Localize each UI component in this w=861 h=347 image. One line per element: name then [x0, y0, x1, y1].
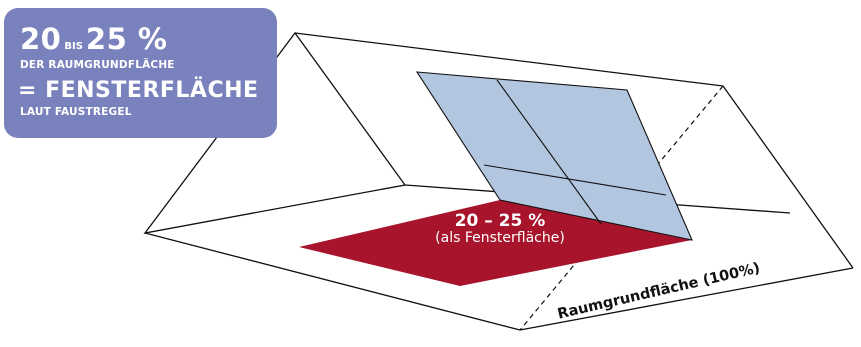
window-transom — [483, 164, 667, 196]
range-joiner: BIS — [64, 41, 83, 52]
floor-window-label: 20 – 25 % (als Fensterfläche) — [400, 212, 600, 246]
callout-subject: DER RAUMGRUNDFLÄCHE — [20, 59, 175, 71]
floor-window-caption: (als Fensterfläche) — [435, 229, 565, 246]
hidden-edge — [519, 85, 724, 331]
callout-equals: = FENSTERFLÄCHE — [18, 78, 259, 103]
range-from: 20 — [20, 22, 62, 56]
floor-window-area — [299, 200, 692, 286]
front-base-edge — [519, 267, 854, 331]
roof-ridge — [294, 32, 724, 87]
left-floor-edge — [144, 232, 521, 331]
callout-footnote: LAUT FAUSTREGEL — [20, 106, 132, 118]
right-roof-edge — [722, 85, 854, 269]
floor-window-percent: 20 – 25 % — [454, 211, 546, 231]
range-to: 25 % — [85, 22, 168, 56]
roof-window — [415, 71, 693, 241]
window-mullion — [496, 79, 602, 225]
